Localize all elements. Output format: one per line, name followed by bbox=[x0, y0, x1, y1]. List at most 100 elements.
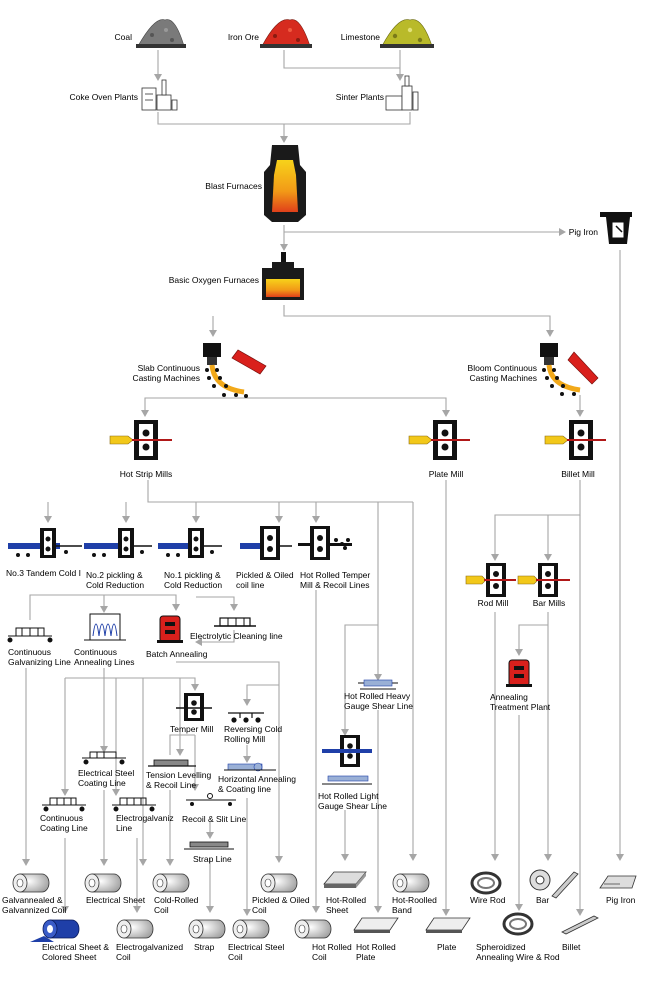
line-ore-sinter bbox=[283, 50, 400, 69]
coldrolled-coil-icon bbox=[152, 873, 190, 893]
label-horizontal-annealing: Horizontal Annealing& Coating line bbox=[218, 774, 296, 794]
billet-mill-icon bbox=[544, 420, 606, 460]
label-line: No.1 pickling & bbox=[164, 570, 221, 580]
product-strap: Strap bbox=[194, 942, 215, 952]
electrogalv-coil-icon bbox=[116, 919, 154, 939]
hr-plate-icon bbox=[353, 917, 399, 933]
label-line: Wire Rod bbox=[470, 895, 506, 905]
pickled-coil-icon bbox=[260, 873, 298, 893]
sheet-coil-icon bbox=[84, 873, 122, 893]
label-line: Hot-Rolled bbox=[326, 895, 366, 905]
label-line: Temper Mill bbox=[170, 724, 214, 734]
galvanizing-line-icon bbox=[7, 627, 53, 643]
slab-caster-icon bbox=[203, 343, 267, 398]
label-line: Pig Iron bbox=[606, 895, 636, 905]
label-line: Electrolytic Cleaning line bbox=[190, 631, 283, 641]
bar-mills-icon bbox=[517, 563, 570, 597]
label-bar-mills: Bar Mills bbox=[533, 598, 566, 608]
label-line: Electrical Sheet bbox=[86, 895, 146, 905]
label-line: Blast Furnaces bbox=[205, 181, 262, 191]
label-line: Sheet bbox=[326, 905, 349, 915]
label-billet-mill: Billet Mill bbox=[561, 469, 595, 479]
arrow-pickled-coil bbox=[176, 661, 283, 863]
label-line: Sinter Plants bbox=[336, 92, 384, 102]
label-line: Recoil & Slit Line bbox=[182, 814, 247, 824]
label-line: Galvannealed & bbox=[2, 895, 63, 905]
product-bar: Bar bbox=[536, 895, 549, 905]
label-line: Electrical Steel bbox=[228, 942, 284, 952]
label-line: Basic Oxygen Furnaces bbox=[169, 275, 259, 285]
label-line: Coal bbox=[115, 32, 133, 42]
pig-iron-ladle-icon bbox=[600, 212, 632, 244]
hot-strip-mill-icon bbox=[109, 420, 172, 460]
label-coke-oven-plants: Coke Oven Plants bbox=[69, 92, 138, 102]
label-line: Continuous bbox=[8, 647, 51, 657]
sinter-plant-icon bbox=[385, 75, 419, 111]
no2-pickling-icon bbox=[84, 528, 152, 558]
label-line: & Recoil Line bbox=[146, 780, 196, 790]
strap-coil-icon bbox=[188, 919, 226, 939]
raw-material-icons bbox=[136, 19, 434, 111]
label-line: Annealing bbox=[490, 692, 528, 702]
label-line: Colored Sheet bbox=[42, 952, 97, 962]
product-icons bbox=[12, 869, 637, 942]
plate-mill-icon bbox=[408, 420, 470, 460]
annealing-treatment-icon bbox=[506, 659, 532, 687]
label-temper-mill: Temper Mill bbox=[170, 724, 214, 734]
label-line: Electrogalvanized bbox=[116, 942, 183, 952]
pickled-oiled-line-icon bbox=[240, 526, 292, 560]
arrow-rod-mill bbox=[491, 480, 581, 561]
label-line: Cold Reduction bbox=[164, 580, 222, 590]
arrow-reversing bbox=[243, 684, 279, 706]
label-line: Electrical Sheet & bbox=[42, 942, 109, 952]
label-line: Mill & Recoil Lines bbox=[300, 580, 369, 590]
label-line: Hot-Roolled bbox=[392, 895, 437, 905]
band-coil-icon bbox=[392, 873, 430, 893]
label-strap-line: Strap Line bbox=[193, 854, 232, 864]
label-line: Billet Mill bbox=[561, 469, 595, 479]
plate-icon bbox=[425, 917, 471, 933]
label-line: Cold Reduction bbox=[86, 580, 144, 590]
label-line: Hot Rolled Temper bbox=[300, 570, 370, 580]
label-line: Rolling Mill bbox=[224, 734, 265, 744]
label-line: Batch Annealing bbox=[146, 649, 208, 659]
label-line: Iron Ore bbox=[228, 32, 259, 42]
arrow-to-bloom bbox=[283, 305, 554, 337]
label-tension-levelling: Tension Levelling& Recoil Line bbox=[146, 770, 211, 790]
label-line: Plate bbox=[437, 942, 457, 952]
label-line: Tension Levelling bbox=[146, 770, 211, 780]
label-line: Casting Machines bbox=[132, 373, 200, 383]
label-line: Pickled & Oiled bbox=[236, 570, 294, 580]
billet-icon bbox=[561, 915, 599, 935]
label-line: Line bbox=[116, 823, 132, 833]
electrolytic-cleaning-icon bbox=[214, 617, 256, 627]
label-line: Galvannized Coil bbox=[2, 905, 66, 915]
label-basic-oxygen-furnaces: Basic Oxygen Furnaces bbox=[169, 275, 259, 285]
label-line: Horizontal Annealing bbox=[218, 774, 296, 784]
bar-coil-icon bbox=[529, 869, 579, 899]
colored-sheet-icon bbox=[30, 919, 80, 942]
label-coal: Coal bbox=[115, 32, 133, 42]
label-line: Rod Mill bbox=[478, 598, 509, 608]
label-line: Slab Continuous bbox=[138, 363, 200, 373]
line-plants-merge bbox=[157, 112, 411, 125]
label-line: Strap Line bbox=[193, 854, 232, 864]
label-line: Coating Line bbox=[40, 823, 88, 833]
annealing-line-icon bbox=[84, 613, 126, 641]
hot-rolled-temper-icon bbox=[298, 526, 352, 560]
label-line: Pig Iron bbox=[569, 227, 599, 237]
label-recoil-slit: Recoil & Slit Line bbox=[182, 814, 247, 824]
bloom-caster-icon bbox=[540, 343, 599, 396]
label-line: Reversing Cold bbox=[224, 724, 282, 734]
label-line: Billet bbox=[562, 942, 581, 952]
arrow-to-hotstrip bbox=[141, 397, 230, 417]
label-line: Strap bbox=[194, 942, 215, 952]
